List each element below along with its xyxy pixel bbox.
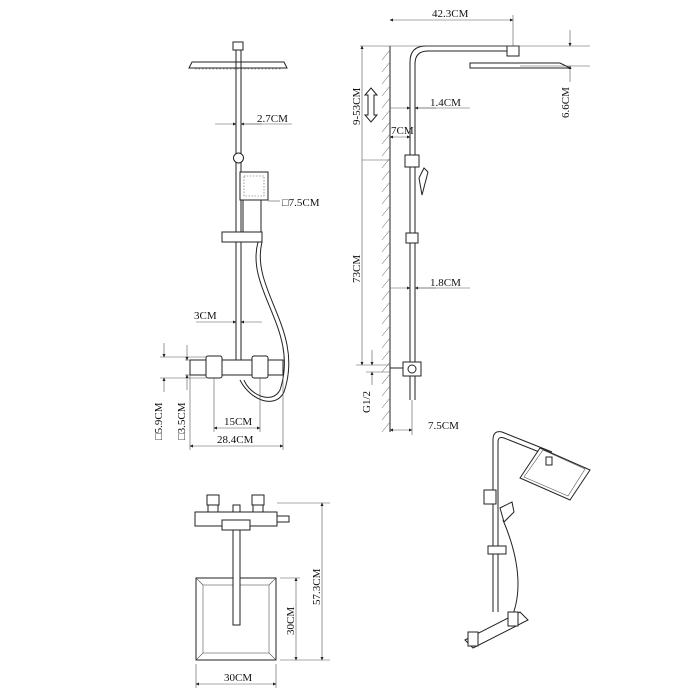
dim-pipe-diameter: 1.8CM xyxy=(430,277,461,289)
valve-knob-right xyxy=(251,355,269,379)
dim-thread: G1/2 xyxy=(361,391,373,413)
wall-hatch xyxy=(381,61,391,73)
wall-hatch xyxy=(381,97,391,109)
head-connector xyxy=(232,41,244,51)
wall-hatch xyxy=(381,385,391,397)
wall-hatch xyxy=(381,361,391,373)
dim-handshower-size: □7.5CM xyxy=(282,197,320,209)
wall-hatch xyxy=(381,373,391,385)
dim-valve-offset: 7.5CM xyxy=(428,420,459,432)
dim-wall-offset: 7CM xyxy=(391,125,414,137)
side-shower-arm xyxy=(409,45,515,400)
wall-hatch xyxy=(381,301,391,313)
wall-hatch xyxy=(381,145,391,157)
dim-total-depth: 57.3CM xyxy=(311,568,323,605)
dim-bar-height: 73CM xyxy=(351,255,363,283)
wall-hatch xyxy=(381,289,391,301)
iso-handshower xyxy=(499,501,515,523)
dim-bar-width: 3CM xyxy=(194,310,217,322)
wall-hatch xyxy=(381,193,391,205)
wall-hatch xyxy=(381,181,391,193)
handshower-holder xyxy=(233,152,244,164)
dim-head-height: 6.6CM xyxy=(560,87,572,118)
wall-hatch xyxy=(381,133,391,145)
shower-hose xyxy=(243,241,285,398)
dim-inlet-spacing: 15CM xyxy=(224,416,252,428)
top-view: 57.3CM 30CM 30CM xyxy=(194,494,330,688)
wall-hatch xyxy=(381,85,391,97)
wall-hatch xyxy=(381,169,391,181)
isometric-view xyxy=(464,431,591,649)
wall-hatch xyxy=(381,217,391,229)
side-shower-head xyxy=(469,62,571,69)
wall-hatch xyxy=(381,109,391,121)
wall-hatch xyxy=(381,397,391,409)
top-arm xyxy=(232,504,241,626)
wall-hatch xyxy=(381,241,391,253)
wall-hatch xyxy=(381,325,391,337)
wall-hatch xyxy=(381,205,391,217)
dim-pipe-offset: 2.7CM xyxy=(257,113,288,125)
iso-shower-head xyxy=(519,447,591,501)
dim-head-width: 30CM xyxy=(224,672,252,684)
dim-valve-width: 28.4CM xyxy=(217,434,254,446)
wall-hatch xyxy=(381,121,391,133)
wall-hatch xyxy=(381,157,391,169)
wall-hatch xyxy=(381,265,391,277)
handshower-handle xyxy=(242,199,262,233)
wall-hatch xyxy=(381,253,391,265)
wall-hatch xyxy=(381,49,391,61)
side-handshower xyxy=(418,167,429,196)
wall-hatch xyxy=(381,313,391,325)
wall-hatch xyxy=(381,73,391,85)
dim-valve-height: □5.9CM xyxy=(153,402,165,440)
valve-knob-left xyxy=(205,355,223,379)
wall-hatch xyxy=(381,229,391,241)
slide-holder xyxy=(221,231,263,243)
wall-hatch xyxy=(381,277,391,289)
wall-hatch xyxy=(381,421,391,433)
wall-hatch xyxy=(381,409,391,421)
wall-hatch xyxy=(381,337,391,349)
dim-adjust-range: 9-53CM xyxy=(351,88,363,126)
dim-head-depth: 30CM xyxy=(285,607,297,635)
dim-arm-length: 42.3CM xyxy=(432,8,469,20)
dim-pipe-gap: 1.4CM xyxy=(430,97,461,109)
wall-hatch xyxy=(381,349,391,361)
dim-valve-depth: □3.5CM xyxy=(176,402,188,440)
side-handshower-holder xyxy=(404,154,420,168)
rain-shower-head xyxy=(188,61,288,69)
front-view: 2.7CM □7.5CM 3CM □5.9CM □3.5CM 15CM 28.4… xyxy=(153,41,320,450)
adjust-arrow-icon xyxy=(363,87,379,123)
thermostatic-valve xyxy=(189,359,284,376)
side-view: 42.3CM 6.6CM 9-53CM 1.4CM 7CM 73CM 1.8CM… xyxy=(351,8,590,435)
